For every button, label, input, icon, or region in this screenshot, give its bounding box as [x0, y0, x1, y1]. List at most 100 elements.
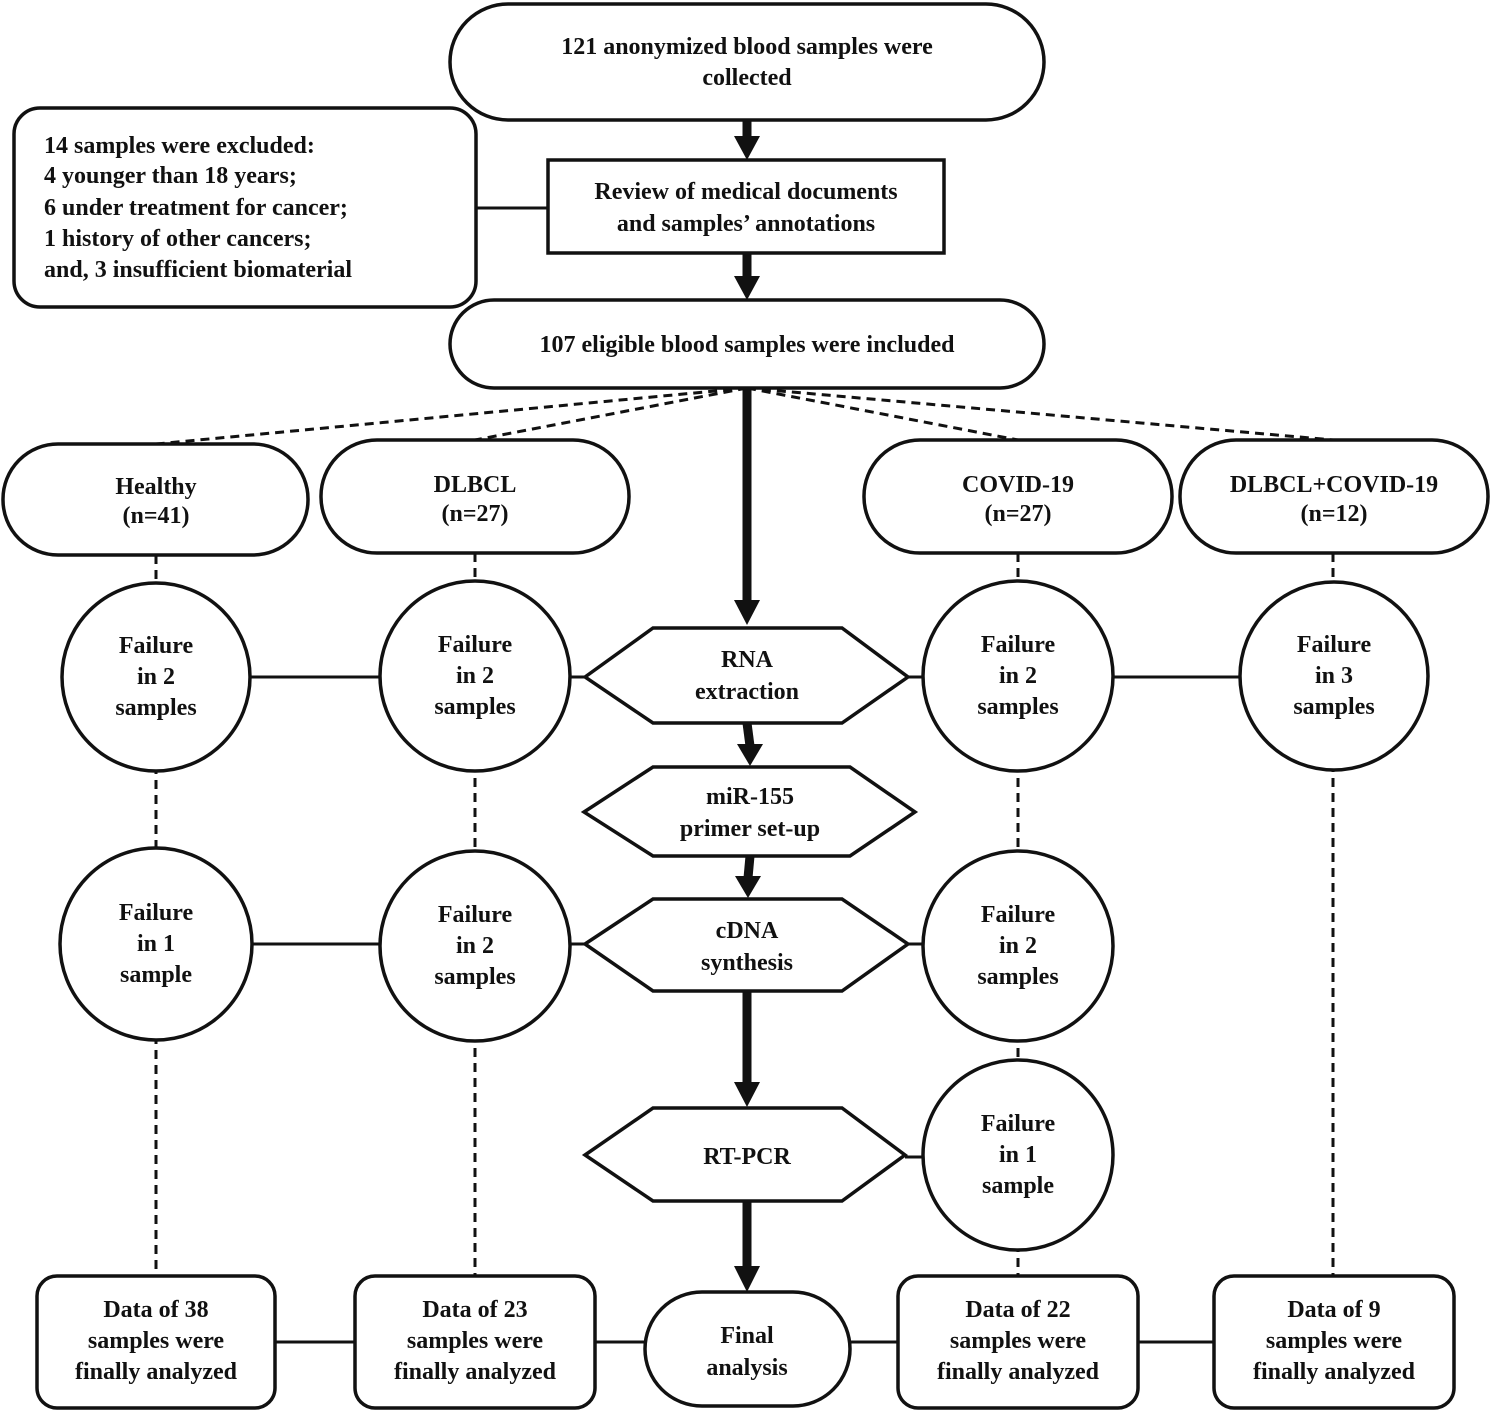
failure-text: samples — [434, 694, 515, 720]
failure-text: Failure — [981, 632, 1056, 658]
failure-text: in 2 — [456, 933, 494, 959]
result-healthy-node: Data of 38 samples were finally analyzed — [35, 1274, 277, 1410]
excluded-text-line2: 4 younger than 18 years; — [44, 163, 297, 189]
result-combo-node: Data of 9 samples were finally analyzed — [1212, 1274, 1456, 1410]
failure-text: in 2 — [456, 663, 494, 689]
arrow-rna-to-primer — [742, 722, 755, 747]
arrowhead — [734, 276, 760, 300]
failure-text: Failure — [981, 1111, 1056, 1137]
step-cdna-line2: synthesis — [701, 950, 793, 976]
result-text: finally analyzed — [394, 1359, 557, 1385]
group-healthy-node: Healthy (n=41) — [1, 442, 310, 557]
failure-text: in 2 — [999, 663, 1037, 689]
included-text: 107 eligible blood samples were included — [540, 332, 956, 358]
result-text: samples were — [407, 1328, 544, 1354]
step-primer-line1: miR-155 — [706, 784, 794, 810]
group-covid-count: (n=27) — [984, 501, 1051, 527]
failure-text: in 1 — [999, 1142, 1037, 1168]
failure-dlbcl-cdna: Failure in 2 samples — [378, 849, 572, 1043]
step-cdna-line1: cDNA — [716, 918, 779, 944]
failure-text: Failure — [438, 632, 513, 658]
start-node: 121 anonymized blood samples were collec… — [448, 2, 1046, 122]
review-text-line1: Review of medical documents — [594, 179, 897, 205]
result-text: Data of 23 — [422, 1297, 527, 1323]
failure-text: Failure — [119, 900, 194, 926]
included-node: 107 eligible blood samples were included — [448, 298, 1046, 390]
failure-text: in 1 — [137, 931, 175, 957]
group-covid-node: COVID-19 (n=27) — [862, 438, 1174, 555]
result-text: samples were — [1266, 1328, 1403, 1354]
dashed-link-healthy — [155, 386, 748, 446]
group-dlbcl-count: (n=27) — [441, 501, 508, 527]
group-combo-count: (n=12) — [1300, 501, 1367, 527]
result-text: Data of 9 — [1287, 1297, 1380, 1323]
group-combo-node: DLBCL+COVID-19 (n=12) — [1178, 438, 1490, 555]
failure-text: sample — [120, 962, 192, 988]
failure-text: samples — [977, 964, 1058, 990]
failure-healthy-cdna: Failure in 1 sample — [58, 846, 254, 1042]
result-covid-node: Data of 22 samples were finally analyzed — [896, 1274, 1140, 1410]
result-text: finally analyzed — [75, 1359, 238, 1385]
failure-text: in 2 — [999, 933, 1037, 959]
result-text: Data of 38 — [103, 1297, 208, 1323]
result-text: finally analyzed — [937, 1359, 1100, 1385]
failure-text: samples — [115, 695, 196, 721]
arrowhead — [734, 600, 760, 625]
group-healthy-name: Healthy — [115, 474, 196, 500]
step-cdna-node: cDNA synthesis — [581, 897, 912, 993]
failure-combo-rna: Failure in 3 samples — [1238, 580, 1430, 772]
step-rtpcr-label: RT-PCR — [703, 1144, 791, 1170]
failure-text: samples — [1293, 694, 1374, 720]
group-dlbcl-node: DLBCL (n=27) — [319, 438, 631, 555]
failure-text: sample — [982, 1173, 1054, 1199]
final-text-line2: analysis — [706, 1355, 787, 1381]
step-rna-node: RNA extraction — [581, 626, 911, 725]
failure-text: in 2 — [137, 664, 175, 690]
start-text-line1: 121 anonymized blood samples were — [561, 34, 933, 60]
dashed-link-combo — [746, 386, 1334, 442]
excluded-node: 14 samples were excluded: 4 younger than… — [12, 106, 478, 309]
result-dlbcl-node: Data of 23 samples were finally analyzed — [353, 1274, 597, 1410]
arrowhead — [735, 876, 761, 898]
group-combo-name: DLBCL+COVID-19 — [1230, 472, 1438, 498]
arrowhead — [734, 136, 760, 160]
dashed-link-covid — [746, 386, 1019, 442]
arrow-primer-to-cdna — [743, 855, 755, 879]
step-primer-line2: primer set-up — [680, 816, 820, 842]
result-text: samples were — [950, 1328, 1087, 1354]
excluded-text-line5: and, 3 insufficient biomaterial — [44, 257, 352, 283]
failure-healthy-rna: Failure in 2 samples — [60, 581, 252, 773]
failure-text: Failure — [119, 633, 194, 659]
failure-covid-cdna: Failure in 2 samples — [921, 849, 1115, 1043]
step-rna-line2: extraction — [695, 679, 799, 705]
failure-text: samples — [434, 964, 515, 990]
review-text-line2: and samples’ annotations — [617, 211, 875, 237]
arrowhead — [734, 1266, 760, 1292]
excluded-text-line3: 6 under treatment for cancer; — [44, 195, 348, 221]
group-healthy-count: (n=41) — [122, 503, 189, 529]
result-text: Data of 22 — [965, 1297, 1070, 1323]
review-node: Review of medical documents and samples’… — [546, 158, 946, 255]
arrowhead — [734, 1082, 760, 1107]
final-text-line1: Final — [720, 1323, 774, 1349]
failure-covid-rtpcr: Failure in 1 sample — [921, 1058, 1115, 1252]
step-rna-line1: RNA — [721, 647, 774, 673]
failure-text: Failure — [1297, 632, 1372, 658]
step-rtpcr-node: RT-PCR — [581, 1106, 908, 1203]
group-covid-name: COVID-19 — [962, 472, 1074, 498]
excluded-text-line1: 14 samples were excluded: — [44, 133, 315, 159]
result-text: samples were — [88, 1328, 225, 1354]
result-text: finally analyzed — [1253, 1359, 1416, 1385]
failure-text: Failure — [438, 902, 513, 928]
dashed-link-dlbcl — [474, 386, 748, 442]
final-analysis-node: Final analysis — [643, 1290, 852, 1408]
failure-text: in 3 — [1315, 663, 1353, 689]
failure-text: samples — [977, 694, 1058, 720]
step-primer-node: miR-155 primer set-up — [580, 765, 919, 858]
failure-text: Failure — [981, 902, 1056, 928]
excluded-text-line4: 1 history of other cancers; — [44, 226, 312, 252]
failure-covid-rna: Failure in 2 samples — [921, 579, 1115, 773]
arrowhead — [737, 744, 763, 766]
start-text-line2: collected — [702, 65, 792, 91]
